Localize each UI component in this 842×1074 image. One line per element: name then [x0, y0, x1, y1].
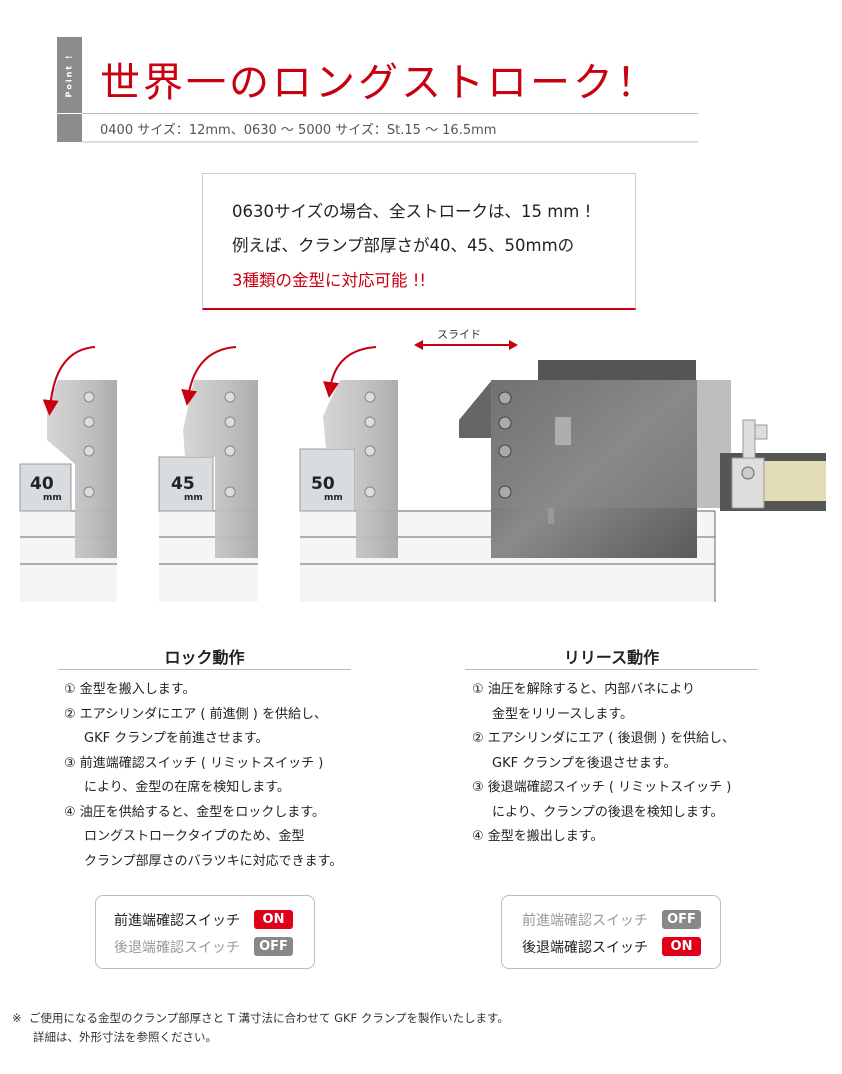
list-item: ③ 後退端確認スイッチ ( リミットスイッチ )	[472, 780, 732, 795]
divider	[82, 113, 698, 114]
status-badge-on: ON	[662, 937, 701, 956]
list-item: ② エアシリンダにエア ( 後退側 ) を供給し、	[472, 731, 735, 746]
point-tab	[57, 37, 82, 113]
rotate-arrow-icon	[181, 346, 237, 406]
thickness-40-unit: mm	[43, 493, 62, 503]
switch-label: 前進端確認スイッチ	[114, 912, 240, 929]
list-item: ① 油圧を解除すると、内部バネにより	[472, 682, 696, 697]
subtitle: 0400 サイズ：12mm、0630 ～ 5000 サイズ：St.15 ～ 16…	[100, 123, 497, 138]
footnote-line-2: 詳細は、外形寸法を参照ください。	[33, 1030, 217, 1044]
point-label-text: Point !	[65, 52, 74, 98]
divider	[465, 669, 758, 670]
status-badge-on: ON	[254, 910, 293, 929]
point-label: Point !	[57, 37, 82, 113]
list-item: ④ 金型を搬出します。	[472, 829, 604, 844]
release-heading: リリース動作	[563, 648, 660, 667]
rotate-arrow-icon	[323, 346, 377, 398]
list-item: ③ 前進端確認スイッチ ( リミットスイッチ )	[64, 755, 324, 771]
list-item-cont: により、金型の在席を検知します。	[84, 780, 290, 795]
list-item-cont: GKF クランプを後退させます。	[492, 755, 677, 771]
clamp-diagram	[19, 340, 826, 602]
divider	[82, 141, 698, 143]
callout-line-2: 例えば、クランプ部厚さが40、45、50mmの	[232, 236, 575, 255]
slide-label: スライド	[437, 328, 481, 341]
thickness-45-unit: mm	[184, 493, 203, 503]
list-item-cont: により、クランプの後退を検知します。	[492, 804, 724, 820]
switch-row-forward: 前進端確認スイッチ OFF	[522, 906, 720, 933]
callout-line-1: 0630サイズの場合、全ストロークは、15 mm !	[232, 202, 592, 221]
switch-label: 後退端確認スイッチ	[522, 939, 648, 956]
list-item-cont: クランプ部厚さのバラツキに対応できます。	[84, 853, 343, 869]
lock-switch-status: 前進端確認スイッチ ON 後退端確認スイッチ OFF	[95, 895, 315, 969]
point-tab-lower	[57, 114, 82, 142]
clamp-50	[299, 346, 398, 558]
switch-label: 前進端確認スイッチ	[522, 912, 648, 929]
status-badge-off: OFF	[662, 910, 701, 929]
footnote-line-1: ※ ご使用になる金型のクランプ部厚さと T 溝寸法に合わせて GKF クランプを…	[12, 1011, 509, 1025]
rotate-arrow-icon	[42, 346, 96, 416]
switch-label: 後退端確認スイッチ	[114, 939, 240, 956]
list-item: ④ 油圧を供給すると、金型をロックします。	[64, 804, 325, 820]
switch-row-backward: 後退端確認スイッチ ON	[522, 933, 720, 960]
list-item: ① 金型を搬入します。	[64, 682, 196, 697]
list-item-cont: GKF クランプを前進させます。	[84, 731, 269, 746]
switch-row-backward: 後退端確認スイッチ OFF	[114, 933, 314, 960]
callout-box	[202, 173, 636, 310]
clamp-45	[158, 346, 258, 558]
lock-steps: ① 金型を搬入します。 ② エアシリンダにエア ( 前進側 ) を供給し、 GK…	[64, 678, 342, 874]
divider	[58, 669, 351, 670]
lock-heading: ロック動作	[164, 648, 245, 667]
page-title: 世界一のロングストローク！	[100, 60, 659, 106]
clamp-40	[19, 346, 117, 558]
list-item: ② エアシリンダにエア ( 前進側 ) を供給し、	[64, 706, 327, 722]
thickness-45-value: 45	[171, 474, 195, 494]
list-item-cont: 金型をリリースします。	[492, 706, 634, 722]
thickness-40-value: 40	[30, 474, 54, 494]
status-badge-off: OFF	[254, 937, 293, 956]
release-switch-status: 前進端確認スイッチ OFF 後退端確認スイッチ ON	[501, 895, 721, 969]
thickness-50-value: 50	[311, 474, 335, 494]
switch-row-forward: 前進端確認スイッチ ON	[114, 906, 314, 933]
release-steps: ① 油圧を解除すると、内部バネにより 金型をリリースします。 ② エアシリンダに…	[472, 678, 735, 850]
slide-arrow-icon	[414, 340, 518, 350]
callout-line-3: 3種類の金型に対応可能 !!	[232, 271, 426, 290]
list-item-cont: ロングストロークタイプのため、金型	[84, 829, 305, 844]
clamp-main-body	[459, 360, 826, 558]
thickness-50-unit: mm	[324, 493, 343, 503]
